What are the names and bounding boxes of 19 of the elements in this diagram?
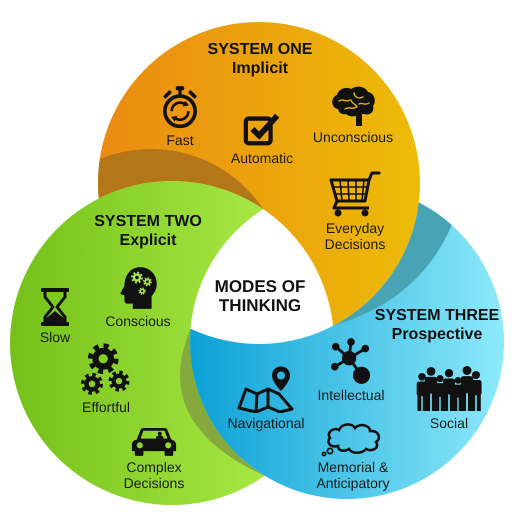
item-label: Effortful: [82, 399, 130, 415]
circle-subtitle: Implicit: [232, 59, 288, 78]
item-label: Unconscious: [312, 129, 394, 145]
item-label: Automatic: [230, 150, 294, 166]
item-label: Memorial & Anticipatory: [315, 459, 391, 491]
item-label: Navigational: [227, 415, 305, 431]
circle-title: SYSTEM THREE: [374, 306, 500, 325]
item-label: Complex Decisions: [122, 459, 186, 491]
circle-title: SYSTEM TWO: [94, 212, 202, 231]
center-title: MODES OF THINKING: [214, 277, 306, 315]
item-label: Intellectual: [318, 387, 384, 403]
item-label: Social: [430, 415, 468, 431]
circle-title: SYSTEM ONE: [208, 40, 312, 59]
circle-subtitle: Explicit: [120, 231, 176, 250]
circle-subtitle: Prospective: [392, 325, 482, 344]
item-label: Everyday Decisions: [324, 220, 386, 252]
item-label: Conscious: [105, 313, 171, 329]
item-label: Fast: [166, 132, 194, 148]
item-label: Slow: [40, 329, 70, 345]
